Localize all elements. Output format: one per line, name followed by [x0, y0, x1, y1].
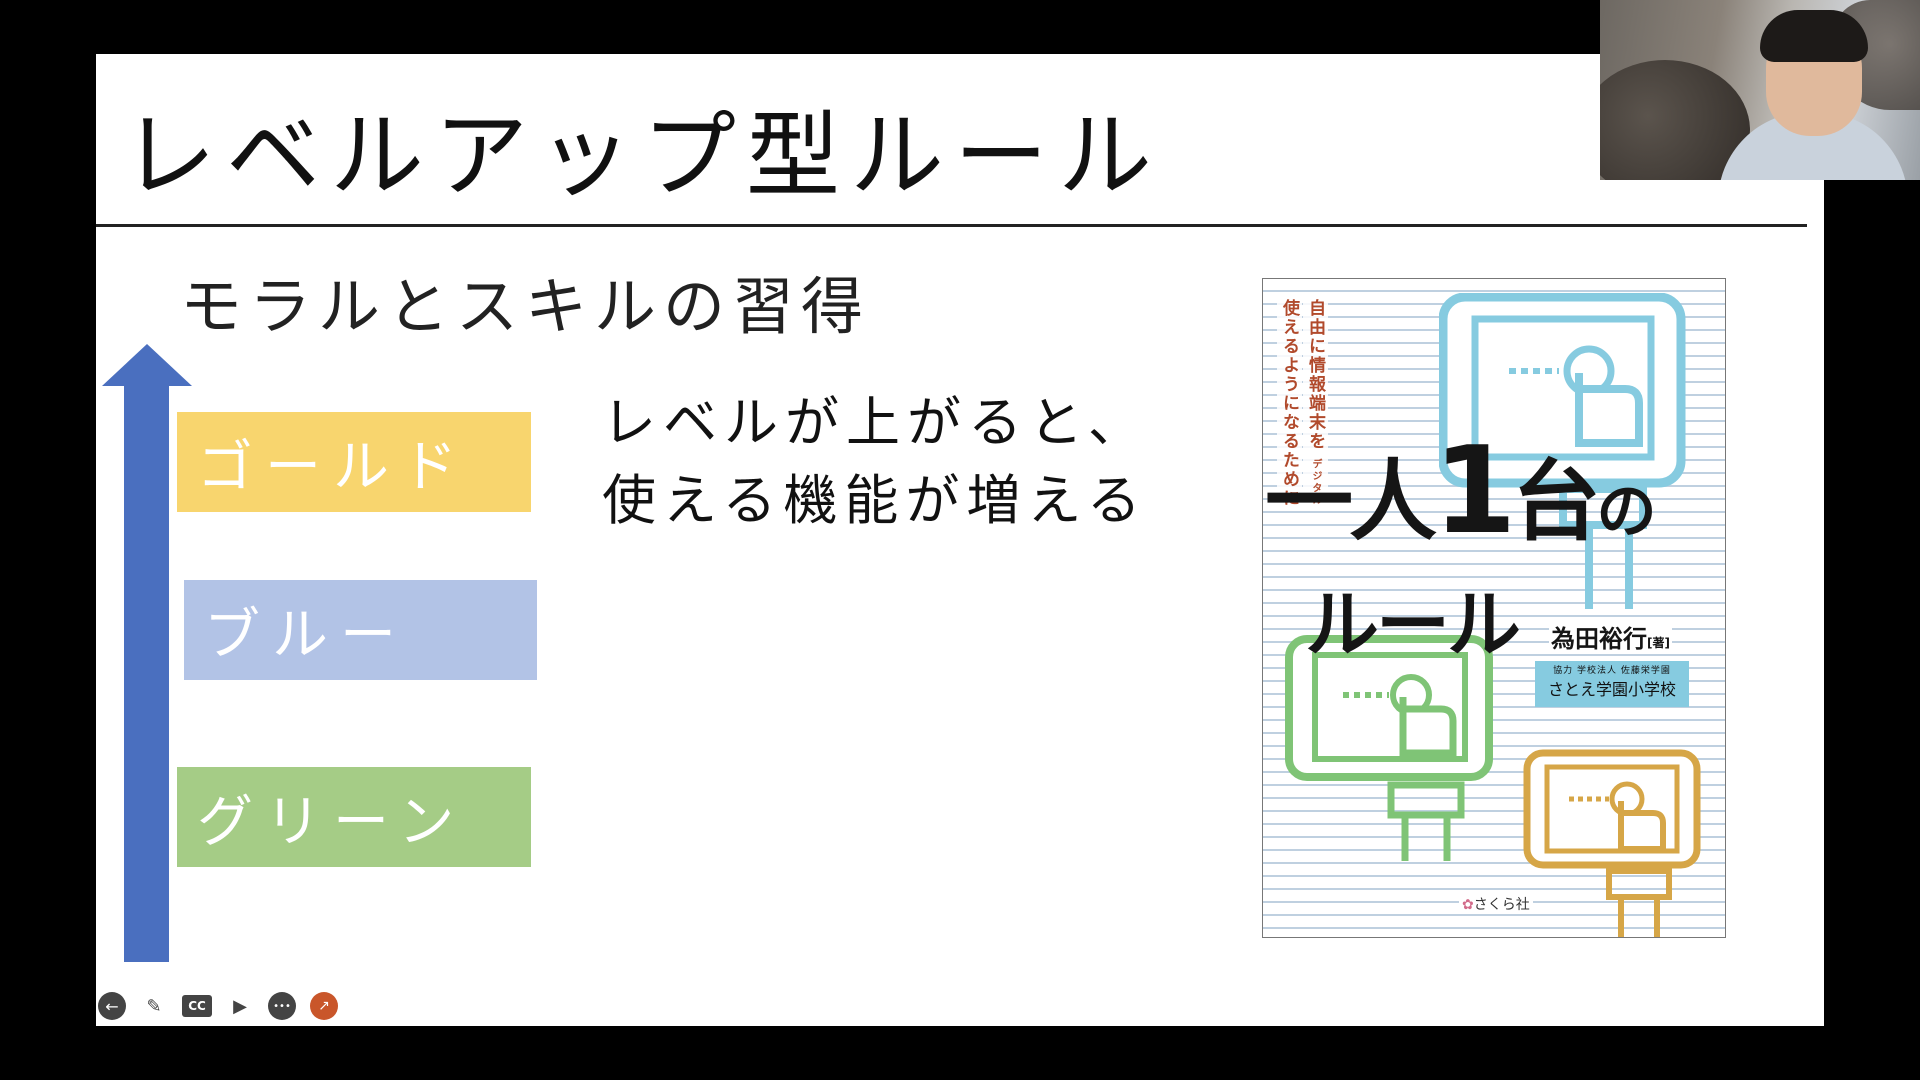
slide-title: レベルアップ型ルール	[122, 102, 1163, 211]
title-number: 1	[1433, 422, 1516, 561]
pen-icon[interactable]: ✎	[146, 995, 162, 1017]
book-title-line-2: ルール	[1305, 582, 1521, 668]
captions-icon[interactable]: CC	[182, 995, 212, 1017]
tagline-line-1: 自由に情報端末を	[1305, 299, 1325, 451]
level-blue: ブルー	[184, 580, 537, 680]
book-publisher: ✿さくら社	[1459, 894, 1533, 914]
cooperation-org: 学校法人 佐藤栄学園	[1577, 666, 1671, 676]
author-role: [著]	[1647, 636, 1670, 650]
webcam-video	[1600, 0, 1920, 180]
title-part-1: 一人	[1265, 450, 1437, 553]
level-green: グリーン	[177, 767, 531, 867]
back-icon[interactable]: ←	[98, 992, 126, 1020]
webcam-person-hair	[1760, 10, 1868, 62]
webcam-background-sofa	[1600, 60, 1750, 180]
tablet-blue-illustration	[1439, 293, 1686, 609]
presentation-slide: レベルアップ型ルール モラルとスキルの習得 ゴールド ブルー グリーン レベルが…	[96, 54, 1824, 1026]
book-school-box: 協力 学校法人 佐藤栄学園 さとえ学園小学校	[1535, 661, 1689, 707]
description-line-2: 使える機能が増える	[602, 469, 1148, 532]
tablet-green-illustration	[1285, 635, 1493, 861]
description-line-1: レベルが上がると、	[602, 391, 1149, 454]
author-name: 為田裕行	[1551, 625, 1647, 653]
sakura-logo-icon: ✿	[1462, 897, 1474, 913]
book-cover: 自由に情報端末を デジタル 使えるようになるために 一人1台の ルール 為田裕行…	[1262, 278, 1726, 938]
school-cooperation: 協力 学校法人 佐藤栄学園	[1535, 663, 1689, 676]
more-icon[interactable]: •••	[268, 992, 296, 1020]
camera-off-icon[interactable]: ▶	[233, 995, 247, 1017]
title-part-3: の	[1596, 477, 1657, 547]
publisher-name: さくら社	[1473, 897, 1530, 913]
book-author: 為田裕行[著]	[1549, 619, 1672, 654]
tagline-ruby: デジタル	[1310, 458, 1321, 507]
cooperation-label: 協力	[1553, 666, 1574, 676]
slideshow-controls: ← ✎ CC ▶ ••• ↗	[98, 992, 338, 1020]
tablet-gold-illustration	[1523, 749, 1701, 937]
book-tagline-1: 自由に情報端末を デジタル	[1303, 299, 1328, 507]
pointer-icon[interactable]: ↗	[310, 992, 338, 1020]
slide-subtitle: モラルとスキルの習得	[180, 270, 871, 343]
book-tagline-2: 使えるようになるために	[1277, 299, 1302, 508]
level-gold: ゴールド	[177, 412, 531, 512]
school-name: さとえ学園小学校	[1547, 680, 1676, 699]
level-description: レベルが上がると、 使える機能が増える	[602, 384, 1149, 540]
title-part-2: 台	[1512, 450, 1601, 553]
title-divider	[96, 224, 1807, 227]
up-arrow-head	[102, 344, 192, 386]
book-title-line-1: 一人1台の	[1265, 432, 1657, 555]
up-arrow-shaft	[124, 382, 169, 962]
